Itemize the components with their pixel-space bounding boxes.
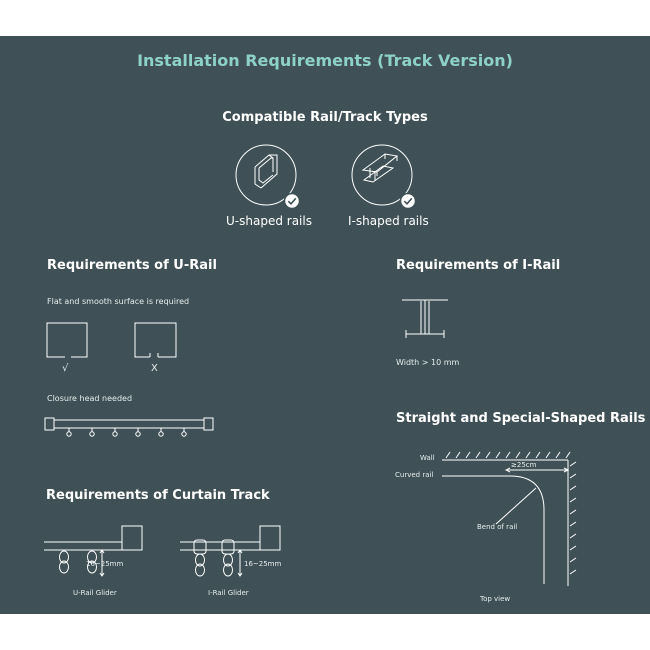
curved-rail-label: Curved rail: [395, 471, 434, 479]
i-rail-profile-diagram: [402, 299, 448, 338]
u-glider-label: U-Rail Glider: [73, 589, 117, 597]
compatible-heading: Compatible Rail/Track Types: [222, 110, 428, 125]
i-glider-label: I-Rail Glider: [208, 589, 249, 597]
top-view-label: Top view: [480, 595, 511, 603]
curtain-track-heading: Requirements of Curtain Track: [46, 488, 270, 503]
closure-rail-diagram: [44, 417, 214, 437]
uneven-rail-diagram: [134, 322, 177, 358]
wall-label: Wall: [420, 454, 435, 462]
u-rail-glider-diagram: [44, 525, 143, 577]
i-rail-glider-diagram: [180, 525, 281, 577]
i-rail-heading: Requirements of I-Rail: [396, 258, 561, 273]
u-gap-label: 16~25mm: [86, 560, 124, 568]
page-title: Installation Requirements (Track Version…: [137, 51, 513, 70]
i-rail-icon: [351, 144, 413, 206]
surface-note: Flat and smooth surface is required: [47, 297, 190, 306]
u-rail-heading: Requirements of U-Rail: [47, 258, 217, 273]
top-view-diagram: [442, 451, 577, 586]
special-heading: Straight and Special-Shaped Rails: [396, 411, 646, 426]
u-rail-icon: [235, 144, 297, 206]
checkmark-icon: [283, 192, 301, 210]
flat-rail-diagram: [46, 322, 88, 358]
checkmark-icon: [399, 192, 417, 210]
distance-label: ≥25cm: [511, 461, 537, 469]
i-gap-label: 16~25mm: [244, 560, 282, 568]
u-rail-label: U-shaped rails: [226, 214, 312, 228]
bad-mark: X: [151, 363, 158, 374]
requirements-panel: Installation Requirements (Track Version…: [0, 36, 650, 614]
i-rail-label: I-shaped rails: [348, 214, 429, 228]
closure-note: Closure head needed: [47, 394, 133, 403]
bend-label: Bend of rail: [477, 523, 518, 531]
ok-mark: √: [62, 363, 69, 374]
width-note: Width > 10 mm: [396, 358, 460, 367]
